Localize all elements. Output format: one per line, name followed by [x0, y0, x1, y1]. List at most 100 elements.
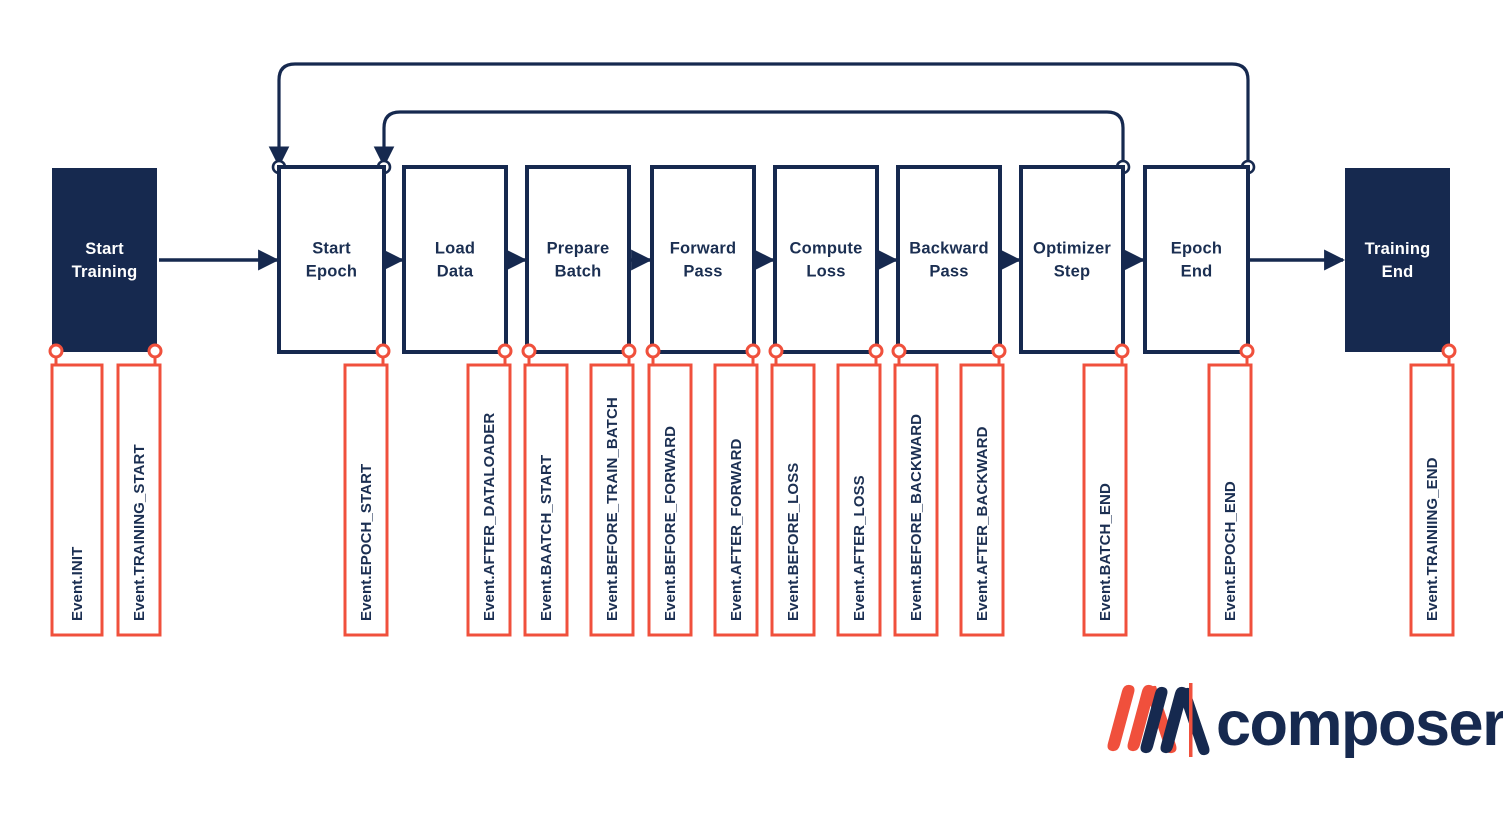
event-node-before-train-batch[interactable] [621, 343, 637, 359]
event-before-train-batch[interactable]: Event.BEFORE_TRAIN_BATCH [589, 363, 635, 637]
stage-label-line: Training [72, 263, 138, 281]
stage-box [1143, 165, 1250, 354]
event-box [343, 363, 389, 637]
event-after-loss[interactable]: Event.AFTER_LOSS [836, 363, 882, 637]
event-baatch-start[interactable]: Event.BAATCH_START [523, 363, 569, 637]
event-node-after-forward[interactable] [745, 343, 761, 359]
event-after-backward[interactable]: Event.AFTER_BACKWARD [959, 363, 1005, 637]
composer-logo: composer [1107, 683, 1503, 759]
event-label: Event.TRAINIING_END [1424, 457, 1441, 621]
event-after-dataloader[interactable]: Event.AFTER_DATALOADER [466, 363, 512, 637]
composer-zigzag-mark [1107, 684, 1210, 756]
event-label: Event.BEFORE_LOSS [785, 463, 802, 621]
event-node-batch-end[interactable] [1114, 343, 1130, 359]
stage-label-line: Backward [909, 240, 989, 258]
stage-label-line: Forward [670, 240, 737, 258]
loop-arrow-epoch-loop [268, 62, 1250, 168]
stage-label-line: Pass [683, 263, 722, 281]
event-before-loss[interactable]: Event.BEFORE_LOSS [770, 363, 816, 637]
stage-label-line: Data [437, 263, 474, 281]
event-node-after-loss[interactable] [868, 343, 884, 359]
event-box [50, 363, 104, 637]
event-node-after-dataloader[interactable] [497, 343, 513, 359]
event-epoch-end[interactable]: Event.EPOCH_END [1207, 363, 1253, 637]
event-label: Event.AFTER_FORWARD [728, 438, 745, 621]
event-node-baatch-start[interactable] [521, 343, 537, 359]
event-box [893, 363, 939, 637]
stage-label-line: Prepare [547, 240, 610, 258]
event-epoch-start[interactable]: Event.EPOCH_START [343, 363, 389, 637]
stage-label-line: Loss [806, 263, 845, 281]
event-before-backward[interactable]: Event.BEFORE_BACKWARD [893, 363, 939, 637]
stage-box [650, 165, 756, 354]
event-label: Event.AFTER_DATALOADER [481, 413, 498, 621]
stage-label-line: Training [1365, 240, 1431, 258]
event-box [1207, 363, 1253, 637]
stage-box [1019, 165, 1125, 354]
event-box [116, 363, 162, 637]
stage-label-line: Start [312, 240, 351, 258]
logo-wordmark: composer [1216, 689, 1503, 759]
event-node-after-backward[interactable] [991, 343, 1007, 359]
event-training-start[interactable]: Event.TRAINING_START [116, 363, 162, 637]
event-node-before-backward[interactable] [891, 343, 907, 359]
event-box [523, 363, 569, 637]
event-label: Event.EPOCH_START [358, 464, 375, 621]
event-box [1082, 363, 1128, 637]
stage-label-line: Batch [555, 263, 602, 281]
event-init[interactable]: Event.INIT [50, 363, 104, 637]
event-trainiing-end[interactable]: Event.TRAINIING_END [1409, 363, 1455, 637]
stage-label-line: Pass [929, 263, 968, 281]
event-box [466, 363, 512, 637]
stage-box [277, 165, 386, 354]
event-box [589, 363, 635, 637]
event-box [1409, 363, 1455, 637]
stage-box [773, 165, 879, 354]
event-node-epoch-end[interactable] [1239, 343, 1255, 359]
event-box [770, 363, 816, 637]
stage-label-line: Epoch [1171, 240, 1222, 258]
stage-label-line: Optimizer [1033, 240, 1111, 258]
logo-divider [1189, 683, 1193, 757]
stage-box [52, 168, 157, 352]
event-box [647, 363, 693, 637]
stage-label-line: Start [85, 240, 124, 258]
stage-label-line: Step [1054, 263, 1091, 281]
event-node-epoch-start[interactable] [375, 343, 391, 359]
event-label: Event.BAATCH_START [538, 455, 555, 621]
event-batch-end[interactable]: Event.BATCH_END [1082, 363, 1128, 637]
stage-label-line: End [1181, 263, 1213, 281]
event-node-init[interactable] [48, 343, 64, 359]
stage-box [1345, 168, 1450, 352]
stage-label-line: Compute [790, 240, 863, 258]
event-box [713, 363, 759, 637]
event-after-forward[interactable]: Event.AFTER_FORWARD [713, 363, 759, 637]
loop-arrow-batch-loop [373, 110, 1125, 168]
event-label: Event.AFTER_LOSS [851, 475, 868, 621]
stage-boxes-group: StartTrainingStartEpochLoadDataPrepareBa… [52, 165, 1450, 354]
stage-label-line: Epoch [306, 263, 357, 281]
event-box [959, 363, 1005, 637]
stage-box [525, 165, 631, 354]
connector-nodes-group [48, 343, 1457, 359]
event-label: Event.EPOCH_END [1222, 481, 1239, 621]
event-node-before-forward[interactable] [645, 343, 661, 359]
event-node-before-loss[interactable] [768, 343, 784, 359]
stage-label-line: Load [435, 240, 475, 258]
stage-label-line: End [1382, 263, 1414, 281]
event-before-forward[interactable]: Event.BEFORE_FORWARD [647, 363, 693, 637]
event-node-training-start[interactable] [147, 343, 163, 359]
event-node-trainiing-end[interactable] [1441, 343, 1457, 359]
